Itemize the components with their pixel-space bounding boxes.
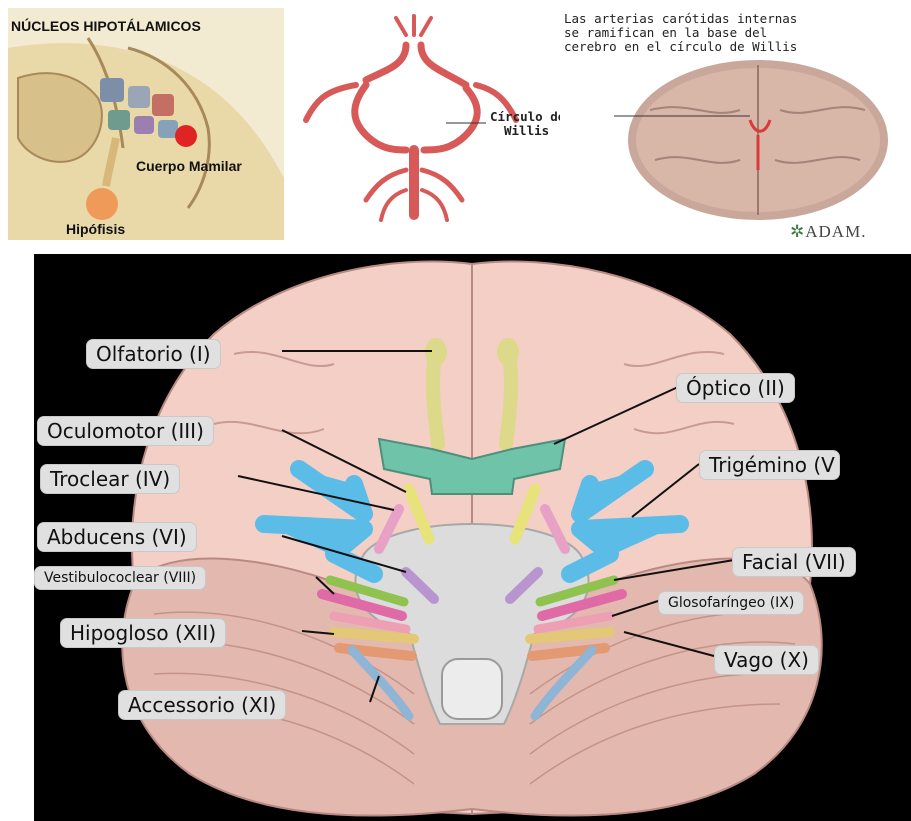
label-vago: Vago (X) bbox=[714, 645, 819, 675]
label-troclear: Troclear (IV) bbox=[40, 464, 180, 494]
label-abducens: Abducens (VI) bbox=[37, 522, 197, 552]
hypothalamus-illustration bbox=[8, 8, 284, 240]
adam-credit: ✲ADAM. bbox=[790, 222, 866, 242]
label-hipogloso: Hipogloso (XII) bbox=[60, 618, 226, 648]
brain-base-illustration bbox=[560, 10, 911, 240]
label-accessorio: Accessorio (XI) bbox=[118, 690, 286, 720]
label-vestibulococlear: Vestibulococlear (VIII) bbox=[34, 566, 206, 590]
label-oculomotor: Oculomotor (III) bbox=[37, 416, 214, 446]
label-trigemino: Trigémino (V bbox=[699, 450, 840, 480]
label-facial: Facial (VII) bbox=[732, 547, 856, 577]
adam-logo-icon: ✲ bbox=[790, 222, 805, 241]
label-glosofaringeo: Glosofaríngeo (IX) bbox=[658, 591, 804, 615]
hypothalamus-title: NÚCLEOS HIPOTÁLAMICOS bbox=[11, 18, 201, 34]
label-olfatorio: Olfatorio (I) bbox=[86, 339, 221, 369]
label-optico: Óptico (II) bbox=[676, 373, 795, 403]
hipofisis-label: Hipófisis bbox=[66, 221, 125, 237]
hypothalamus-panel: NÚCLEOS HIPOTÁLAMICOS Cuerpo Mamilar Hip… bbox=[8, 8, 284, 240]
cuerpo-mamilar-label: Cuerpo Mamilar bbox=[136, 158, 242, 174]
